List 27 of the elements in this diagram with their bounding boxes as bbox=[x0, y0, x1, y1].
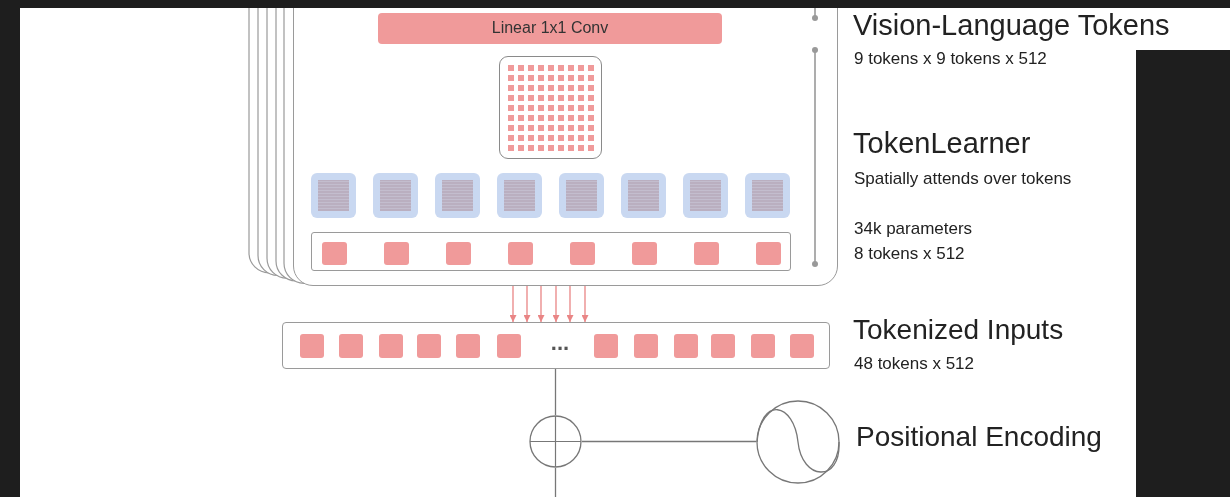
sine-wave-circle bbox=[756, 400, 840, 484]
layer-label: Linear 1x1 Conv bbox=[490, 19, 610, 37]
linear-conv-layer bbox=[378, 13, 722, 44]
connector-line bbox=[554, 368, 557, 416]
connector-line bbox=[581, 440, 757, 443]
learned-tokens-row bbox=[311, 232, 791, 271]
dimension-note: 48 tokens x 512 bbox=[854, 355, 975, 374]
section-title: TokenLearner bbox=[853, 128, 1031, 160]
dimension-note: 9 tokens x 9 tokens x 512 bbox=[854, 50, 1047, 69]
arrow bbox=[509, 285, 517, 323]
arrow bbox=[537, 285, 545, 323]
encoder-panel bbox=[293, 8, 838, 286]
section-title: Tokenized Inputs bbox=[853, 315, 1064, 346]
sum-symbol bbox=[529, 415, 582, 468]
arrow bbox=[581, 285, 589, 323]
description-text: Spatially attends over tokens bbox=[854, 170, 1072, 189]
section-title: Vision-Language Tokens bbox=[853, 10, 1170, 42]
ellipsis: ... bbox=[549, 331, 571, 356]
arrow bbox=[566, 285, 574, 323]
arrow bbox=[523, 285, 531, 323]
token-grid-box bbox=[499, 56, 602, 159]
parameter-note: 34k parameters bbox=[854, 220, 973, 239]
tokenized-inputs-row bbox=[282, 322, 830, 369]
arrow bbox=[552, 285, 560, 323]
section-title: Positional Encoding bbox=[856, 422, 1102, 453]
connector-line bbox=[554, 467, 557, 497]
dimension-note: 8 tokens x 512 bbox=[854, 245, 965, 264]
